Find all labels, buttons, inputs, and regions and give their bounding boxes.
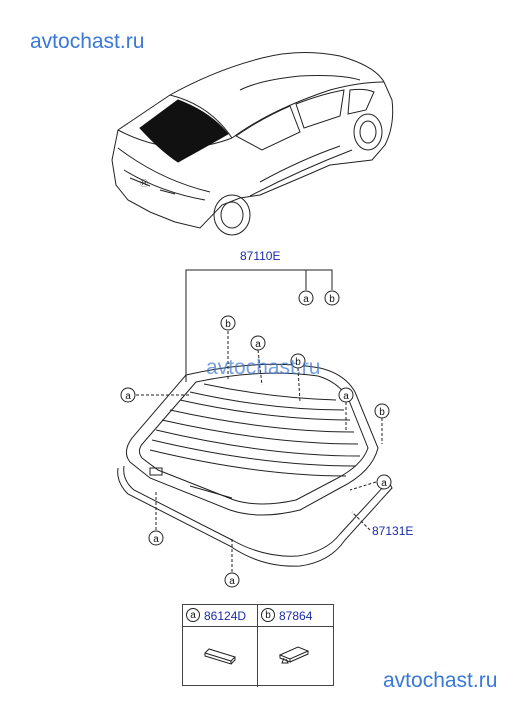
callout-a: a xyxy=(303,294,309,305)
legend-cell-b: b 87864 xyxy=(258,605,333,687)
callout-a: a xyxy=(255,339,261,350)
watermark-bottom: avtochast.ru xyxy=(383,669,498,692)
legend-cell-a: a 86124D xyxy=(183,605,258,687)
rear-window-highlight xyxy=(139,99,229,163)
part-number-86124D[interactable]: 86124D xyxy=(204,609,247,623)
callout-b: b xyxy=(329,294,335,305)
callout-b: b xyxy=(295,357,301,368)
leader-lines xyxy=(185,269,333,382)
callout-a: a xyxy=(381,478,387,489)
legend-head-b: b 87864 xyxy=(258,605,333,627)
watermark-top: avtochast.ru xyxy=(30,30,145,53)
legend-head-a: a 86124D xyxy=(183,605,257,627)
callout-b: b xyxy=(225,319,231,330)
callout-letters: a b b a b a a b a a a xyxy=(125,294,387,587)
legend-table: a 86124D b 87864 xyxy=(182,604,334,687)
callout-a: a xyxy=(153,534,159,545)
watermark-middle: avtochast.ru xyxy=(206,356,321,379)
part-number-87864[interactable]: 87864 xyxy=(279,609,313,623)
pad-icon xyxy=(204,648,236,665)
car-illustration: Ⓗ xyxy=(111,51,394,236)
clip-icon xyxy=(278,646,310,664)
svg-text:Ⓗ: Ⓗ xyxy=(140,179,148,188)
legend-circle-a: a xyxy=(186,608,200,622)
callout-b: b xyxy=(379,407,385,418)
callout-circles xyxy=(120,290,392,588)
part-number-87110E[interactable]: 87110E xyxy=(240,249,281,263)
rear-glass-assembly xyxy=(117,363,393,567)
legend-circle-b: b xyxy=(261,608,275,622)
callout-a: a xyxy=(343,391,349,402)
callout-a: a xyxy=(125,391,131,402)
part-number-87131E[interactable]: 87131E xyxy=(372,524,414,538)
callout-leaders xyxy=(136,331,383,572)
callout-a: a xyxy=(229,576,235,587)
